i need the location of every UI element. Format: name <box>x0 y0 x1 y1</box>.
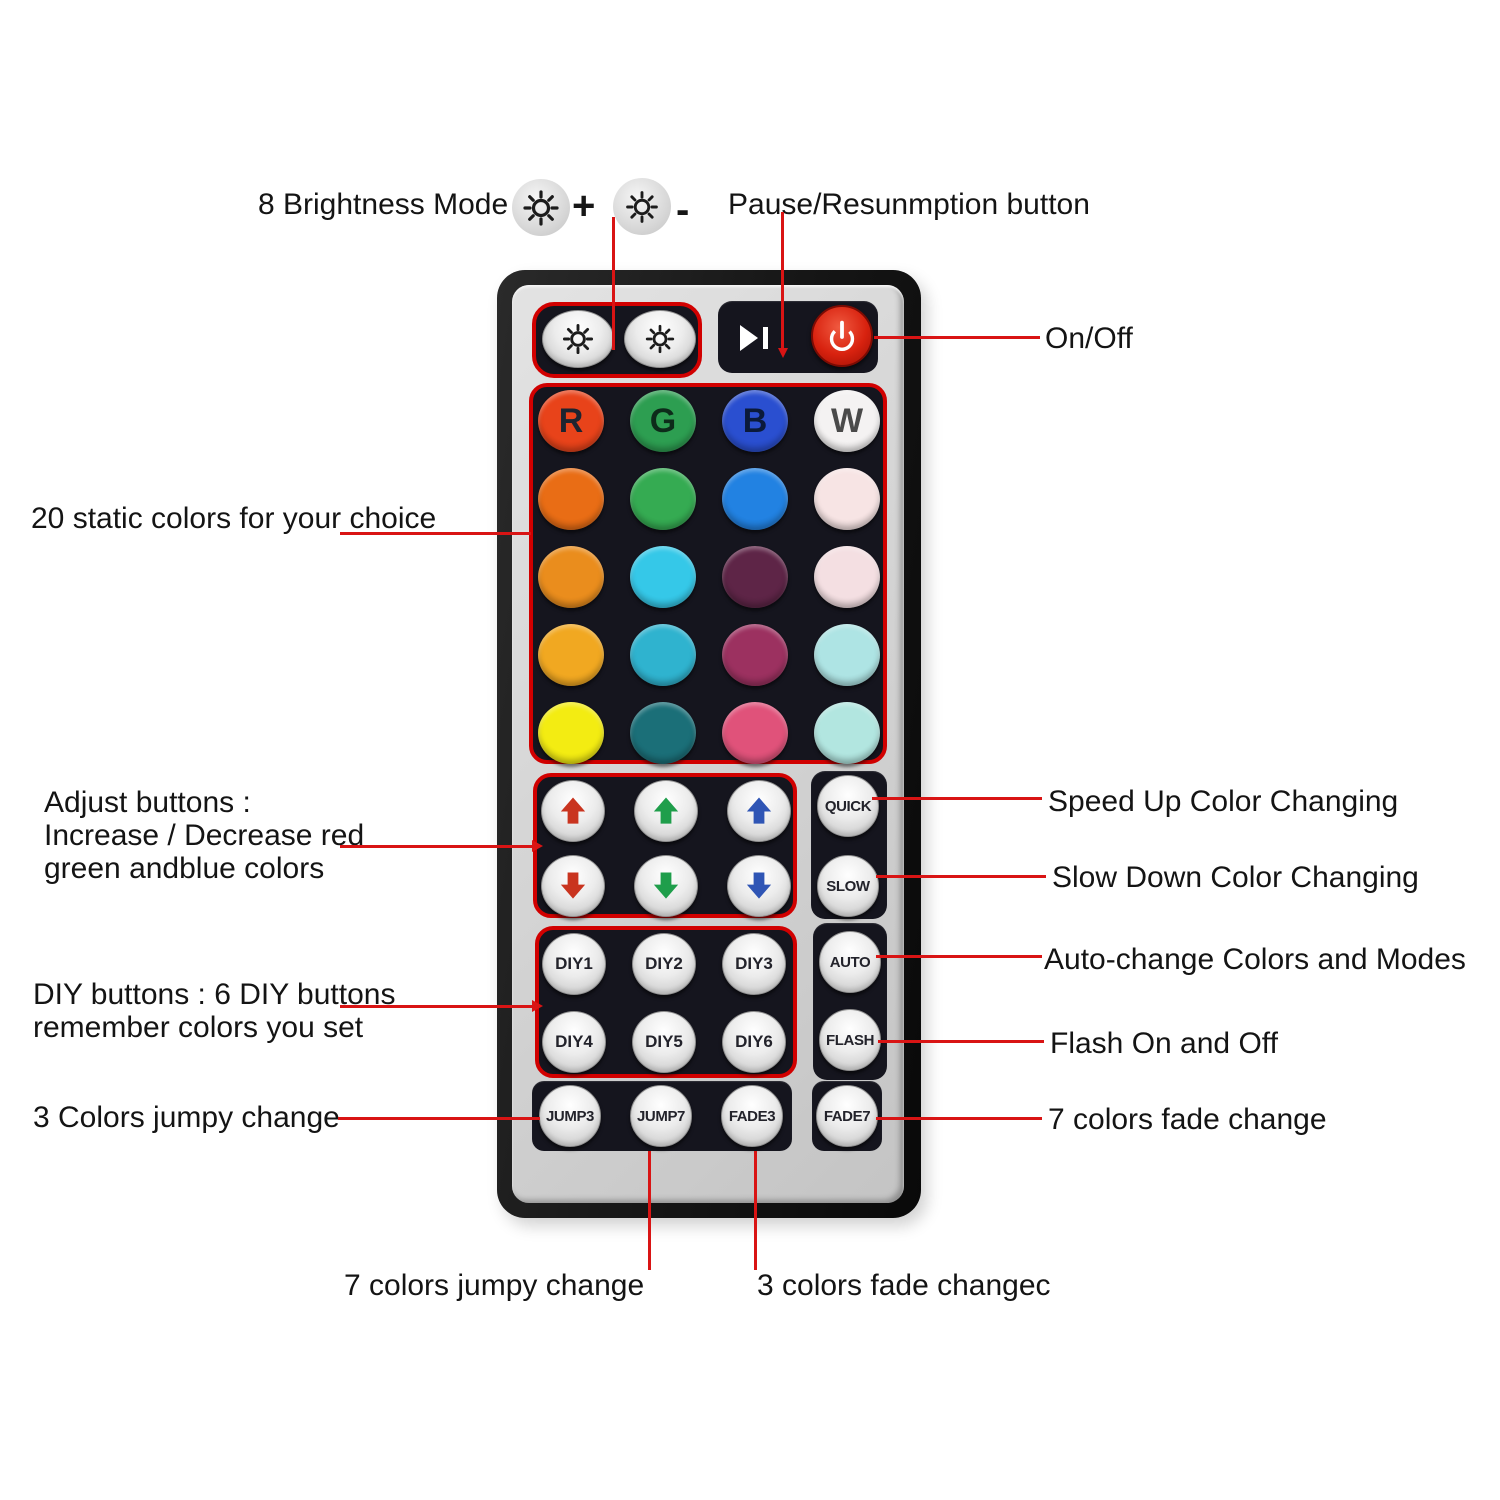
adjust-buttons-label: Adjust buttons : Increase / Decrease red… <box>44 786 365 885</box>
diy6-button[interactable]: DIY6 <box>722 1011 786 1073</box>
adjust-pointer-line <box>340 845 532 848</box>
color-button-b[interactable]: B <box>722 390 788 452</box>
diy4-button[interactable]: DIY4 <box>542 1011 606 1073</box>
auto-change-label: Auto-change Colors and Modes <box>1044 943 1466 976</box>
power-button[interactable] <box>811 305 873 367</box>
color-button-r3c4[interactable] <box>814 546 880 608</box>
color-button-r2c3[interactable] <box>722 468 788 530</box>
power-panel <box>718 301 878 373</box>
slow-pointer-line <box>876 875 1046 878</box>
brightness-buttons-group <box>532 302 702 378</box>
arrow-green-up-button[interactable] <box>634 780 698 842</box>
jump-grid: JUMP3 JUMP7 FADE3 <box>539 1085 783 1147</box>
diy1-button[interactable]: DIY1 <box>542 933 606 995</box>
quick-pointer-line <box>872 797 1042 800</box>
jump3-button[interactable]: JUMP3 <box>539 1085 601 1147</box>
play-pause-icon[interactable] <box>740 324 774 352</box>
diy-pointer-line <box>340 1005 532 1008</box>
color-button-r4c1[interactable] <box>538 624 604 686</box>
jump-panel: JUMP3 JUMP7 FADE3 <box>532 1081 792 1151</box>
jump7-label: 7 colors jumpy change <box>344 1269 645 1302</box>
arrow-blue-down-button[interactable] <box>727 855 791 917</box>
diy5-button[interactable]: DIY5 <box>632 1011 696 1073</box>
arrow-grid <box>541 780 791 917</box>
jump7-button[interactable]: JUMP7 <box>630 1085 692 1147</box>
static-colors-pointer-line <box>340 532 531 535</box>
brightness-down-button[interactable] <box>624 310 696 368</box>
fade7-button[interactable]: FADE7 <box>816 1085 878 1147</box>
color-button-r[interactable]: R <box>538 390 604 452</box>
brightness-pointer-line <box>612 217 615 350</box>
arrow-red-down-button[interactable] <box>541 855 605 917</box>
brightness-up-button[interactable] <box>542 310 614 368</box>
adjust-pointer-arrowhead <box>532 840 543 852</box>
auto-button[interactable]: AUTO <box>819 931 881 993</box>
color-button-g[interactable]: G <box>630 390 696 452</box>
fade3-pointer-line <box>754 1151 757 1270</box>
fade3-button[interactable]: FADE3 <box>721 1085 783 1147</box>
flash-label: Flash On and Off <box>1050 1027 1278 1060</box>
slow-button[interactable]: SLOW <box>817 855 879 917</box>
diy2-button[interactable]: DIY2 <box>632 933 696 995</box>
arrow-green-down-button[interactable] <box>634 855 698 917</box>
fade7-pointer-line <box>876 1117 1042 1120</box>
slow-down-label: Slow Down Color Changing <box>1052 861 1419 894</box>
fade7-label: 7 colors fade change <box>1048 1103 1327 1136</box>
flash-pointer-line <box>878 1040 1044 1043</box>
brightness-down-icon <box>613 178 671 235</box>
pause-pointer-line <box>781 212 784 348</box>
jump3-label: 3 Colors jumpy change <box>33 1101 340 1134</box>
color-button-r5c4[interactable] <box>814 702 880 764</box>
color-button-r5c3[interactable] <box>722 702 788 764</box>
color-button-r5c2[interactable] <box>630 702 696 764</box>
color-button-r3c1[interactable] <box>538 546 604 608</box>
static-colors-label: 20 static colors for your choice <box>31 502 437 535</box>
color-button-r2c1[interactable] <box>538 468 604 530</box>
arrow-blue-up-button[interactable] <box>727 780 791 842</box>
diy-buttons-label: DIY buttons : 6 DIY buttons remember col… <box>33 978 396 1044</box>
color-button-r4c3[interactable] <box>722 624 788 686</box>
brightness-up-icon <box>512 179 570 236</box>
minus-sign: - <box>676 188 690 232</box>
pause-label: Pause/Resunmption button <box>728 188 1090 221</box>
color-button-r3c2[interactable] <box>630 546 696 608</box>
color-button-r2c4[interactable] <box>814 468 880 530</box>
on-off-label: On/Off <box>1045 322 1133 355</box>
diy3-button[interactable]: DIY3 <box>722 933 786 995</box>
power-icon <box>829 320 855 352</box>
jump3-pointer-line <box>338 1117 540 1120</box>
on-off-pointer-line <box>874 336 1040 339</box>
flash-button[interactable]: FLASH <box>819 1009 881 1071</box>
fade7-panel: FADE7 <box>812 1081 882 1151</box>
quick-button[interactable]: QUICK <box>817 775 879 837</box>
auto-pointer-line <box>876 955 1042 958</box>
mode-panel: AUTO FLASH <box>813 923 887 1080</box>
speed-up-label: Speed Up Color Changing <box>1048 785 1399 818</box>
speed-panel: QUICK SLOW <box>811 771 887 919</box>
fade3-label: 3 colors fade changec <box>757 1269 1051 1302</box>
color-button-w[interactable]: W <box>814 390 880 452</box>
color-button-r5c1[interactable] <box>538 702 604 764</box>
arrow-red-up-button[interactable] <box>541 780 605 842</box>
color-button-r3c3[interactable] <box>722 546 788 608</box>
color-button-r2c2[interactable] <box>630 468 696 530</box>
diy-pointer-arrowhead <box>532 1000 543 1012</box>
brightness-mode-label: 8 Brightness Mode <box>258 188 509 221</box>
pause-pointer-arrowhead <box>778 348 788 358</box>
color-button-r4c4[interactable] <box>814 624 880 686</box>
jump7-pointer-line <box>648 1151 651 1270</box>
adjust-buttons-group <box>533 773 797 918</box>
plus-sign: + <box>572 184 596 228</box>
color-button-r4c2[interactable] <box>630 624 696 686</box>
